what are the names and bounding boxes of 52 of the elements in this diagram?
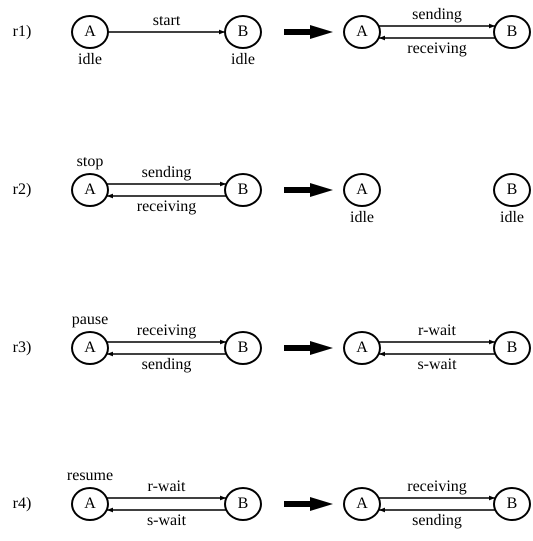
rule-label: r3) (12, 340, 32, 356)
edge-label: sending (410, 513, 464, 529)
arrow (106, 340, 226, 344)
state-circle: B (493, 487, 531, 521)
arrow (106, 182, 226, 186)
state-circle: B (493, 331, 531, 365)
arrow (106, 352, 226, 356)
arrow (106, 194, 226, 198)
edge-label: receiving (134, 323, 198, 339)
state-label: resume (66, 468, 114, 484)
arrow (108, 30, 225, 34)
rule-label: r1) (12, 24, 32, 40)
state-label: idle (500, 210, 524, 226)
state-circle: A (71, 15, 109, 49)
arrow (378, 24, 496, 28)
block-arrow (284, 183, 333, 197)
state-circle: A (343, 15, 381, 49)
edge-label: sending (140, 357, 194, 373)
rule-label: r4) (12, 496, 32, 512)
state-label: pause (72, 312, 108, 328)
state-circle: B (493, 15, 531, 49)
state-circle: A (343, 487, 381, 521)
rule-label: r2) (12, 182, 32, 198)
edge-label: receiving (405, 41, 469, 57)
arrow (378, 496, 496, 500)
arrow (378, 508, 496, 512)
block-arrow (284, 25, 333, 39)
state-circle: B (224, 173, 262, 207)
state-circle: B (224, 15, 262, 49)
state-circle: A (71, 331, 109, 365)
state-label: idle (350, 210, 374, 226)
state-circle: B (224, 331, 262, 365)
edge-label: receiving (405, 479, 469, 495)
edge-label: sending (140, 165, 194, 181)
state-circle: A (343, 331, 381, 365)
arrow (378, 36, 496, 40)
state-circle: A (343, 173, 381, 207)
state-label: idle (78, 52, 102, 68)
state-circle: A (71, 487, 109, 521)
arrow (378, 340, 496, 344)
state-label: idle (231, 52, 255, 68)
state-circle: B (224, 487, 262, 521)
block-arrow (284, 497, 333, 511)
edge-label: sending (410, 7, 464, 23)
arrow (106, 496, 226, 500)
state-label: stop (76, 154, 104, 170)
edge-label: receiving (134, 199, 198, 215)
arrow (378, 352, 496, 356)
block-arrow (284, 341, 333, 355)
arrow (106, 508, 226, 512)
state-circle: B (493, 173, 531, 207)
state-circle: A (71, 173, 109, 207)
